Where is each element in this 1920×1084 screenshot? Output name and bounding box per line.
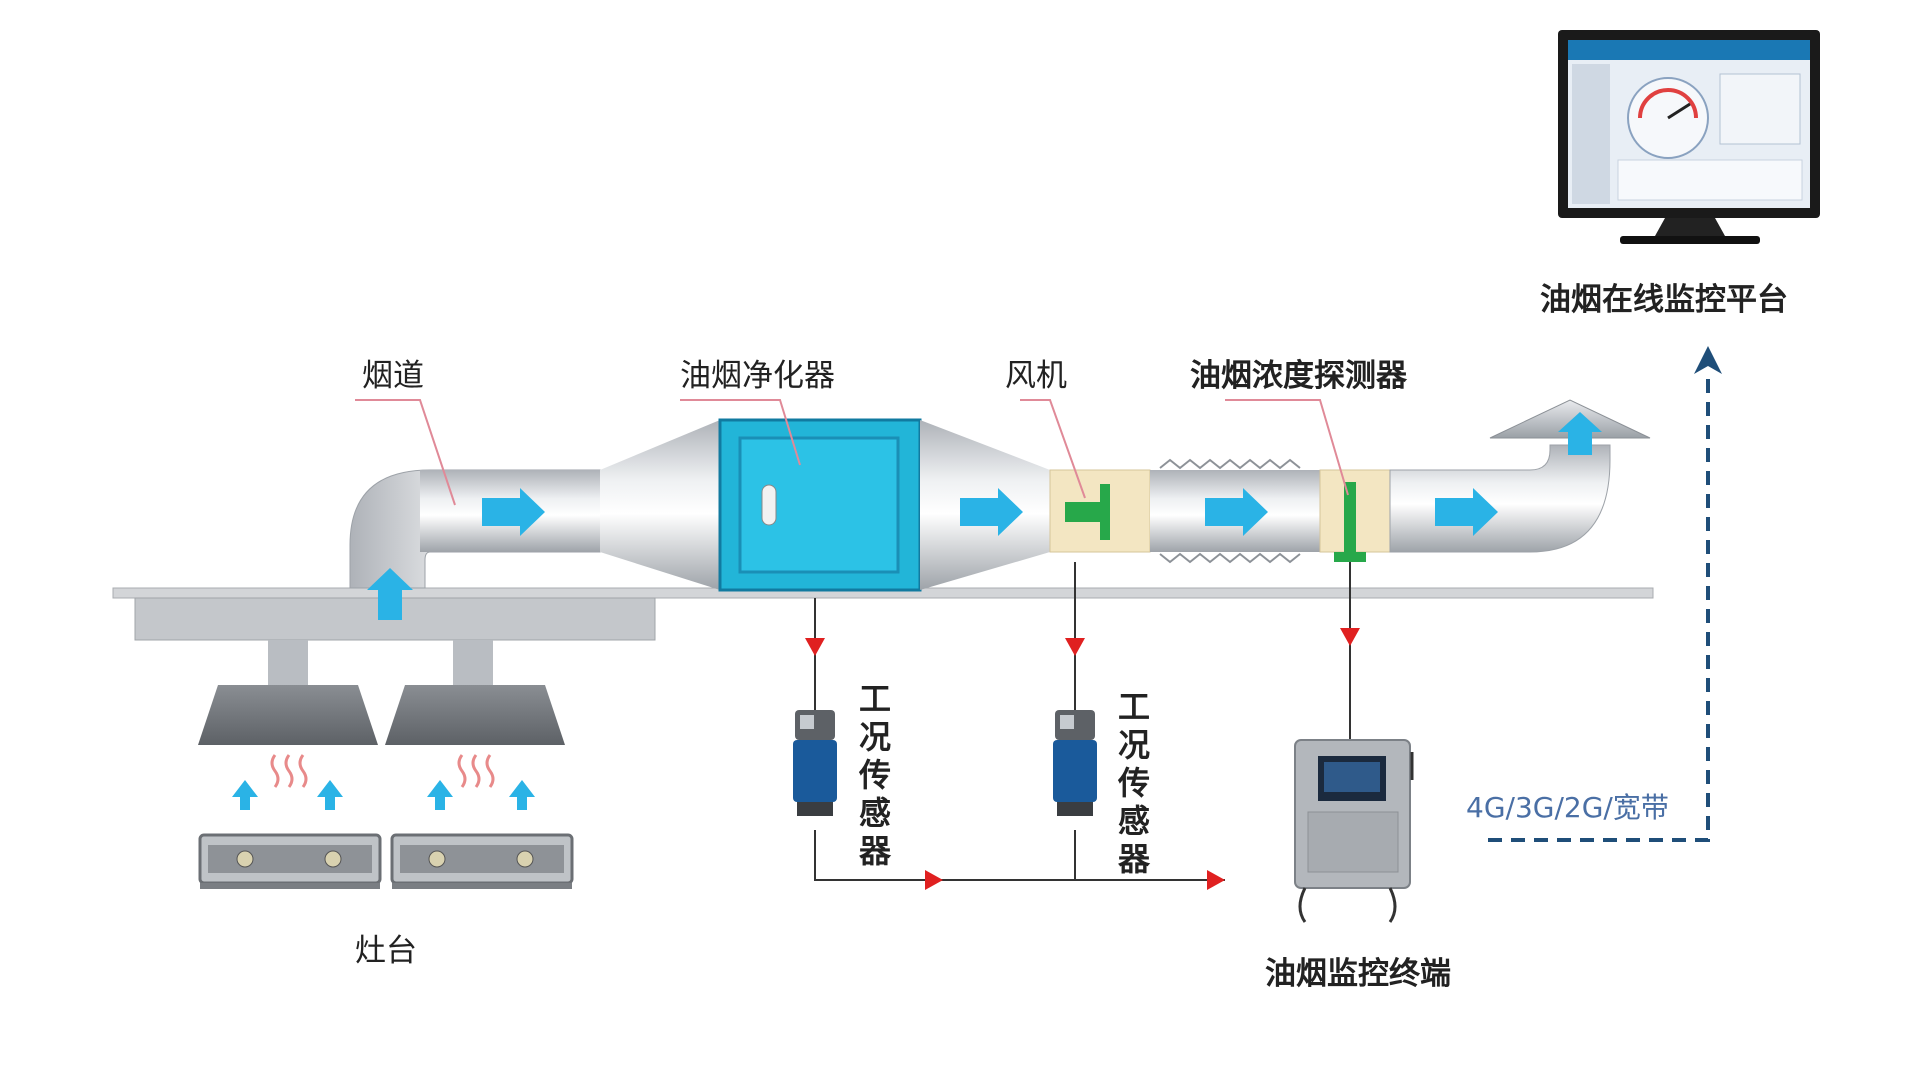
monitor-icon bbox=[1558, 30, 1820, 244]
label-platform: 油烟在线监控平台 bbox=[1540, 282, 1788, 318]
label-fan: 风机 bbox=[1005, 358, 1067, 394]
label-purifier: 油烟净化器 bbox=[680, 358, 835, 394]
signal-arrow-icon bbox=[805, 628, 1360, 890]
flue-duct-taper-in bbox=[600, 420, 720, 590]
label-terminal: 油烟监控终端 bbox=[1265, 956, 1451, 992]
hood-post-left bbox=[268, 640, 308, 685]
label-sensor-2: 工况传感器 bbox=[1117, 688, 1150, 878]
terminal-box-icon bbox=[1294, 739, 1414, 923]
gas-stove-icon bbox=[390, 833, 574, 889]
sensor-device-icon bbox=[1053, 710, 1097, 816]
network-uplink-line bbox=[1488, 370, 1710, 842]
exhaust-duct-elbow bbox=[1389, 444, 1611, 553]
gas-stove-icon bbox=[198, 833, 382, 889]
air-up-arrow-icon bbox=[232, 780, 535, 810]
uplink-arrow-icon bbox=[1694, 346, 1722, 374]
range-hood-icon bbox=[198, 685, 378, 745]
callout-lines bbox=[355, 399, 1349, 506]
label-stove: 灶台 bbox=[355, 933, 417, 969]
range-hood-icon bbox=[385, 685, 565, 745]
label-detector: 油烟浓度探测器 bbox=[1190, 358, 1407, 394]
detector-probe-icon bbox=[1334, 482, 1366, 562]
label-sensor-1: 工况传感器 bbox=[858, 680, 891, 870]
bellows-ridges bbox=[1159, 458, 1301, 564]
label-network: 4G/3G/2G/宽带 bbox=[1466, 791, 1669, 824]
fan-icon bbox=[1065, 484, 1110, 540]
flow-arrow-icon bbox=[367, 412, 1602, 620]
sensor-device-icon bbox=[793, 710, 837, 816]
hood-post-right bbox=[453, 640, 493, 685]
label-flue: 烟道 bbox=[362, 358, 424, 394]
purifier-handle bbox=[761, 484, 777, 526]
heat-wave-icon bbox=[270, 754, 495, 788]
